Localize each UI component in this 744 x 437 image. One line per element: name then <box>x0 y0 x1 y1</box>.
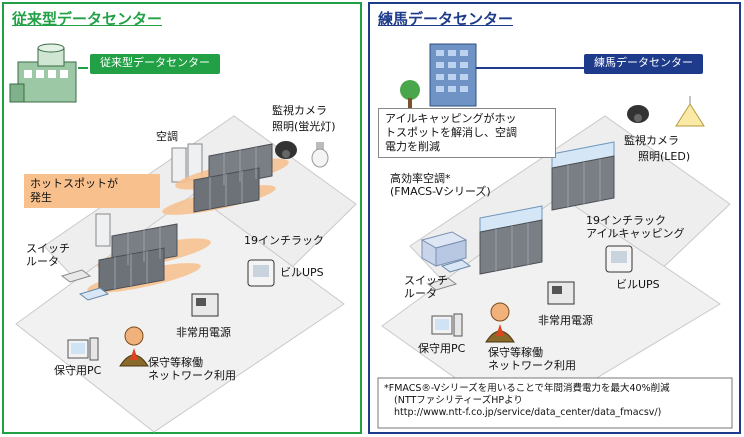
right-rack-label: 19インチラック アイルキャッピング <box>586 214 685 240</box>
right-power-icon <box>547 281 575 305</box>
right-switch-icon <box>426 259 472 291</box>
left-scene <box>9 43 357 433</box>
left-building-icon <box>9 43 77 103</box>
right-ac-unit <box>420 231 468 267</box>
right-building-icon <box>400 43 477 108</box>
left-panel: 従来型データセンター <box>2 2 362 434</box>
right-rack-rows <box>479 141 615 275</box>
left-rack-label: 19インチラック <box>244 234 324 247</box>
right-switch-label: スイッチ ルータ <box>404 274 448 300</box>
right-camera-label: 監視カメラ <box>624 134 679 147</box>
left-power-label: 非常用電源 <box>176 326 231 339</box>
right-aisle-callout: アイルキャッピングがホッ トスポットを解消し、空調 電力を削減 <box>378 108 556 158</box>
left-lighting-label: 照明(蛍光灯) <box>272 120 336 133</box>
left-panel-title: 従来型データセンター <box>12 10 163 28</box>
right-pc-label: 保守用PC <box>418 342 466 355</box>
left-switch-icon <box>60 269 110 301</box>
left-staff-label: 保守等稼働 ネットワーク利用 <box>148 356 236 382</box>
right-panel-title: 練馬データセンター <box>378 10 514 28</box>
right-ac-label: 高効率空調* (FMACS-Vシリーズ) <box>390 172 491 198</box>
right-lighting-label: 照明(LED) <box>638 150 691 163</box>
left-ups-icon <box>247 259 275 287</box>
left-rack-rows <box>98 143 273 293</box>
left-hotspot-callout: ホットスポットが 発生 <box>24 174 160 208</box>
left-light-icon <box>311 142 329 168</box>
left-power-icon <box>191 293 219 317</box>
left-ups-label: ビルUPS <box>280 266 324 279</box>
left-pc-label: 保守用PC <box>54 364 102 377</box>
left-person-icon <box>119 326 149 367</box>
right-pc-icon <box>431 313 463 337</box>
right-scene <box>377 43 733 429</box>
left-switch-label: スイッチ ルータ <box>26 242 70 268</box>
right-power-label: 非常用電源 <box>538 314 593 327</box>
right-ups-label: ビルUPS <box>616 278 660 291</box>
left-pc-icon <box>67 337 99 361</box>
right-light-icon <box>675 96 705 127</box>
right-footnote: *FMACS®-Vシリーズを用いることで年間消費電力を最大40%削減 (NTTフ… <box>384 383 670 418</box>
left-ac-units <box>95 143 203 247</box>
right-ups-icon <box>605 245 633 273</box>
right-staff-label: 保守等稼働 ネットワーク利用 <box>488 346 576 372</box>
right-person-icon <box>485 302 515 343</box>
left-camera-icon <box>275 141 297 159</box>
left-camera-label: 監視カメラ <box>272 104 327 117</box>
right-note-box <box>377 377 733 429</box>
left-section-label: 従来型データセンター <box>90 54 220 74</box>
right-camera-icon <box>627 105 649 123</box>
left-ac-label: 空調 <box>156 130 178 143</box>
right-panel: 練馬データセンター <box>368 2 741 434</box>
right-section-label: 練馬データセンター <box>584 54 703 74</box>
